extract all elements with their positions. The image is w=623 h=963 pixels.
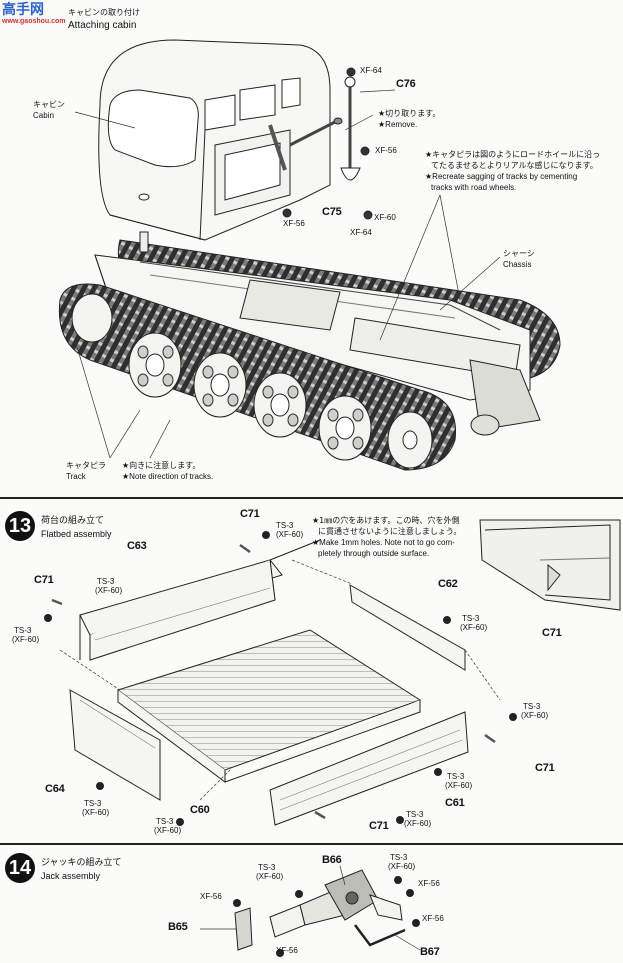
step13-title-jp: 荷台の組み立て bbox=[41, 516, 105, 526]
paint-ts3-jack-a: TS-3 bbox=[258, 863, 276, 872]
paint-xf64-top: XF-64 bbox=[360, 66, 382, 75]
part-c62: C62 bbox=[438, 578, 458, 590]
part-b67: B67 bbox=[420, 946, 440, 958]
paint-xf60-left-b: (XF-60) bbox=[12, 635, 40, 644]
paint-ts3-jack-b: TS-3 bbox=[390, 853, 408, 862]
leader-lines-step12 bbox=[74, 89, 501, 459]
paint-ts3-top: TS-3 bbox=[276, 521, 294, 530]
flatbed-drawing bbox=[44, 519, 621, 826]
paint-xf60-bottom-a: (XF-60) bbox=[154, 826, 182, 835]
part-c63: C63 bbox=[127, 540, 147, 552]
step-number-13: 13 bbox=[5, 511, 35, 541]
part-c64: C64 bbox=[45, 783, 65, 795]
leader-lines-step13 bbox=[59, 559, 501, 801]
label-track-en: Track bbox=[66, 472, 86, 481]
paint-xf64-bottom: XF-64 bbox=[350, 228, 372, 237]
paint-ts3-right-c: TS-3 bbox=[447, 772, 465, 781]
note-cut-en: ★Remove. bbox=[378, 120, 418, 129]
step12-title-jp: キャビンの取り付け bbox=[68, 8, 140, 17]
label-track-jp: キャタピラ bbox=[66, 461, 106, 470]
paint-xf56-left: XF-56 bbox=[283, 219, 305, 228]
step14-title-en: Jack assembly bbox=[41, 871, 101, 881]
note-direction-jp: ★向きに注意します。 bbox=[122, 461, 201, 470]
cabin-drawing bbox=[98, 39, 373, 253]
paint-xf60-left-c: (XF-60) bbox=[82, 808, 110, 817]
paint-xf56-jack-a: XF-56 bbox=[418, 879, 440, 888]
note-sag-en2: tracks with road wheels. bbox=[431, 183, 517, 192]
paint-ts3-left-a: TS-3 bbox=[97, 577, 115, 586]
part-c61: C61 bbox=[445, 797, 465, 809]
note-cut-jp: ★切り取ります。 bbox=[378, 109, 441, 118]
step13-title-en: Flatbed assembly bbox=[41, 529, 112, 539]
step12-title-en: Attaching cabin bbox=[68, 20, 137, 31]
paint-xf56-right: XF-56 bbox=[375, 146, 397, 155]
paint-ts3-left-b: TS-3 bbox=[14, 626, 32, 635]
paint-ts3-right-a: TS-3 bbox=[462, 614, 480, 623]
paint-xf60-right-a: (XF-60) bbox=[460, 623, 488, 632]
chassis-drawing bbox=[58, 239, 561, 471]
label-chassis-en: Chassis bbox=[503, 260, 532, 269]
paint-xf60-jack-a: (XF-60) bbox=[256, 872, 284, 881]
part-c76: C76 bbox=[396, 78, 416, 90]
note-hole-jp2: に貫通させないように注意しましょう。 bbox=[318, 527, 462, 536]
paint-xf60-top: (XF-60) bbox=[276, 530, 304, 539]
note-hole-en1: ★Make 1mm holes. Note not to go com- bbox=[312, 538, 455, 547]
paint-ts3-bottom-b: TS-3 bbox=[406, 810, 424, 819]
paint-xf60-bottom-b: (XF-60) bbox=[404, 819, 432, 828]
part-c71-top: C71 bbox=[240, 508, 260, 520]
part-c71-left: C71 bbox=[34, 574, 54, 586]
part-b66: B66 bbox=[322, 854, 342, 866]
section-divider-1 bbox=[0, 497, 623, 499]
watermark-logo: 高手网 www.gaoshou.com bbox=[2, 2, 66, 25]
part-c71-bottom: C71 bbox=[369, 820, 389, 832]
section-divider-2 bbox=[0, 843, 623, 845]
step14-title-jp: ジャッキの組み立て bbox=[41, 858, 122, 868]
note-sag-jp1: ★キャタピラは図のようにロードホイールに沿っ bbox=[425, 150, 601, 159]
label-cabin-en: Cabin bbox=[33, 111, 54, 120]
paint-ts3-right-b: TS-3 bbox=[523, 702, 541, 711]
part-c75: C75 bbox=[322, 206, 342, 218]
part-b65: B65 bbox=[168, 921, 188, 933]
part-c60: C60 bbox=[190, 804, 210, 816]
jack-drawing bbox=[233, 869, 420, 957]
paint-xf60-right-c: (XF-60) bbox=[445, 781, 473, 790]
paint-xf60-right-b: (XF-60) bbox=[521, 711, 549, 720]
note-hole-jp1: ★1㎜の穴をあけます。この時、穴を外側 bbox=[312, 516, 460, 525]
paint-xf56-jack-d: XF-56 bbox=[276, 946, 298, 955]
paint-xf60: XF-60 bbox=[374, 213, 396, 222]
paint-ts3-bottom-a: TS-3 bbox=[156, 817, 174, 826]
paint-xf56-jack-c: XF-56 bbox=[422, 914, 444, 923]
paint-xf60-jack-b: (XF-60) bbox=[388, 862, 416, 871]
paint-ts3-left-c: TS-3 bbox=[84, 799, 102, 808]
label-chassis-jp: シャーシ bbox=[503, 249, 535, 258]
note-sag-en1: ★Recreate sagging of tracks by cementing bbox=[425, 172, 578, 181]
part-c71-right: C71 bbox=[535, 762, 555, 774]
note-hole-en2: pletely through outside surface. bbox=[318, 549, 430, 558]
part-c71-inset: C71 bbox=[542, 627, 562, 639]
label-cabin-jp: キャビン bbox=[33, 100, 65, 109]
note-sag-jp2: てたるませるとよりリアルな感じになります。 bbox=[431, 161, 598, 170]
paint-xf60-left-a: (XF-60) bbox=[95, 586, 123, 595]
paint-xf56-jack-b: XF-56 bbox=[200, 892, 222, 901]
note-direction-en: ★Note direction of tracks. bbox=[122, 472, 214, 481]
leader-lines-step14 bbox=[200, 865, 421, 951]
step-number-14: 14 bbox=[5, 853, 35, 883]
